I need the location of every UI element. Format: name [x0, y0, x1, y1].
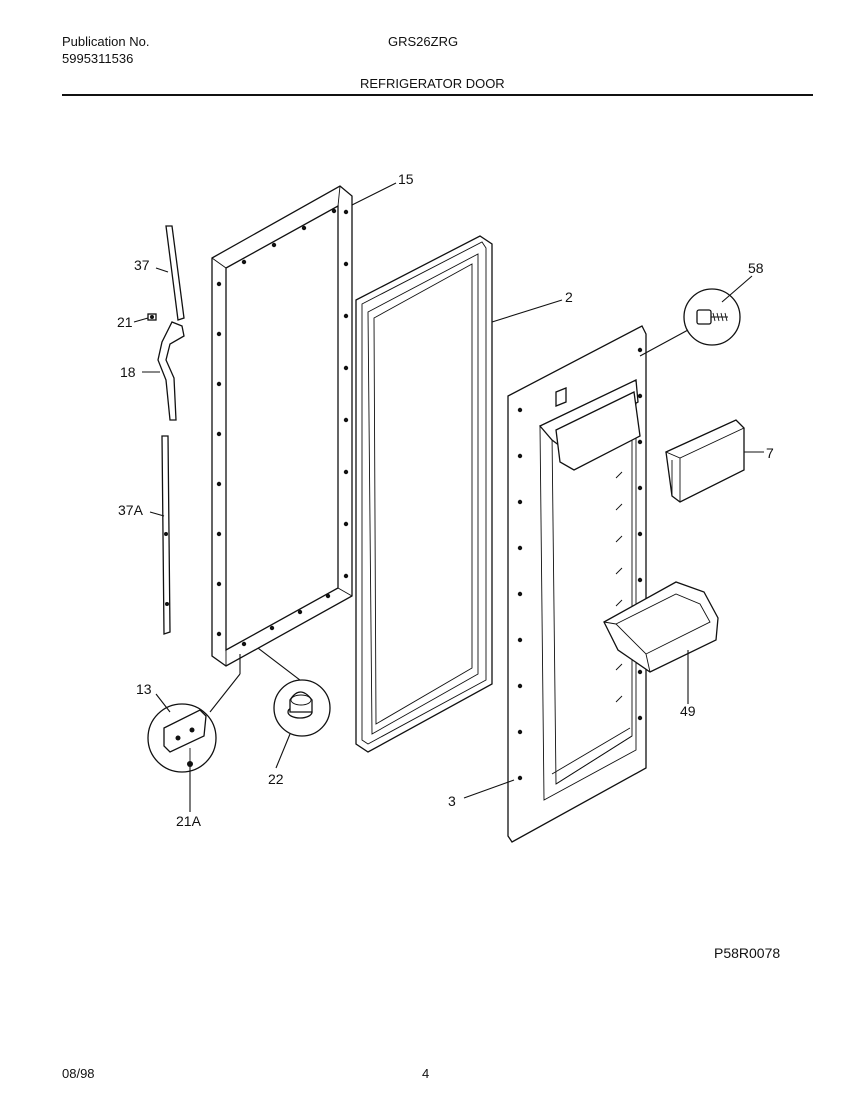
frame-hole [297, 609, 303, 615]
panel-hole [517, 683, 523, 689]
callout-15: 15 [398, 171, 414, 187]
frame-hole [343, 521, 349, 527]
frame-hole [241, 259, 247, 265]
panel-hole [637, 485, 643, 491]
callout-21: 21 [117, 314, 133, 330]
section-title: REFRIGERATOR DOOR [360, 76, 505, 91]
door-liner-frame [211, 185, 353, 667]
frame-hole [343, 261, 349, 267]
panel-hole [517, 775, 523, 781]
frame-hole [343, 209, 349, 215]
panel-hole [637, 531, 643, 537]
publication-number: 5995311536 [62, 51, 134, 66]
frame-hole [343, 417, 349, 423]
door-gasket [355, 235, 493, 753]
panel-hole [517, 729, 523, 735]
panel-hole [637, 577, 643, 583]
frame-hole [216, 531, 222, 537]
frame-hole [301, 225, 307, 231]
panel-hole [517, 453, 523, 459]
frame-hole [331, 208, 337, 214]
callout-22: 22 [268, 771, 284, 787]
callout-7: 7 [766, 445, 774, 461]
drawing-code: P58R0078 [714, 945, 780, 961]
leader-lines [133, 182, 764, 812]
frame-hole [216, 431, 222, 437]
callout-49: 49 [680, 703, 696, 719]
panel-hole [637, 393, 643, 399]
panel-hole [637, 439, 643, 445]
inner-door-panel [507, 325, 647, 843]
panel-hole [517, 545, 523, 551]
panel-hole [517, 407, 523, 413]
hinge-cover-lower [161, 435, 171, 635]
callout-3: 3 [448, 793, 456, 809]
panel-rib [615, 567, 623, 575]
frame-hole [216, 631, 222, 637]
publication-label: Publication No. [62, 34, 150, 49]
callout-13: 13 [136, 681, 152, 697]
footer-date: 08/98 [62, 1066, 95, 1081]
model-number: GRS26ZRG [388, 34, 459, 49]
panel-hole [637, 347, 643, 353]
frame-hole [216, 381, 222, 387]
frame-hole [343, 573, 349, 579]
frame-hole [216, 331, 222, 337]
hinge-bracket [157, 321, 185, 421]
panel-rib [615, 535, 623, 543]
frame-hole [269, 625, 275, 631]
frame-hole [343, 365, 349, 371]
header-rule [62, 94, 813, 96]
panel-hole [517, 637, 523, 643]
callout-18: 18 [120, 364, 136, 380]
callout-37a: 37A [118, 502, 144, 518]
hinge-screw [147, 313, 157, 321]
callout-2: 2 [565, 289, 573, 305]
panel-hole [517, 499, 523, 505]
frame-hole [271, 242, 277, 248]
panel-rib [615, 503, 623, 511]
callout-58: 58 [748, 260, 764, 276]
frame-hole [343, 313, 349, 319]
panel-hole [637, 669, 643, 675]
screw-detail [683, 288, 741, 346]
callout-37: 37 [134, 257, 150, 273]
panel-hole [637, 715, 643, 721]
panel-rib [615, 599, 623, 607]
frame-hole [216, 581, 222, 587]
callout-21a: 21A [176, 813, 202, 829]
frame-hole [216, 281, 222, 287]
panel-rib [615, 663, 623, 671]
frame-hole [216, 481, 222, 487]
frame-hole [325, 593, 331, 599]
frame-hole [241, 641, 247, 647]
panel-hole [517, 591, 523, 597]
dairy-cover [664, 419, 745, 503]
bottom-hinge-detail [147, 703, 217, 773]
hinge-cover-upper [165, 225, 185, 321]
frame-hole [343, 469, 349, 475]
door-bin [603, 581, 719, 673]
panel-rib [615, 471, 623, 479]
door-stop-detail [273, 679, 331, 737]
panel-rib [615, 695, 623, 703]
page-number: 4 [422, 1066, 430, 1081]
